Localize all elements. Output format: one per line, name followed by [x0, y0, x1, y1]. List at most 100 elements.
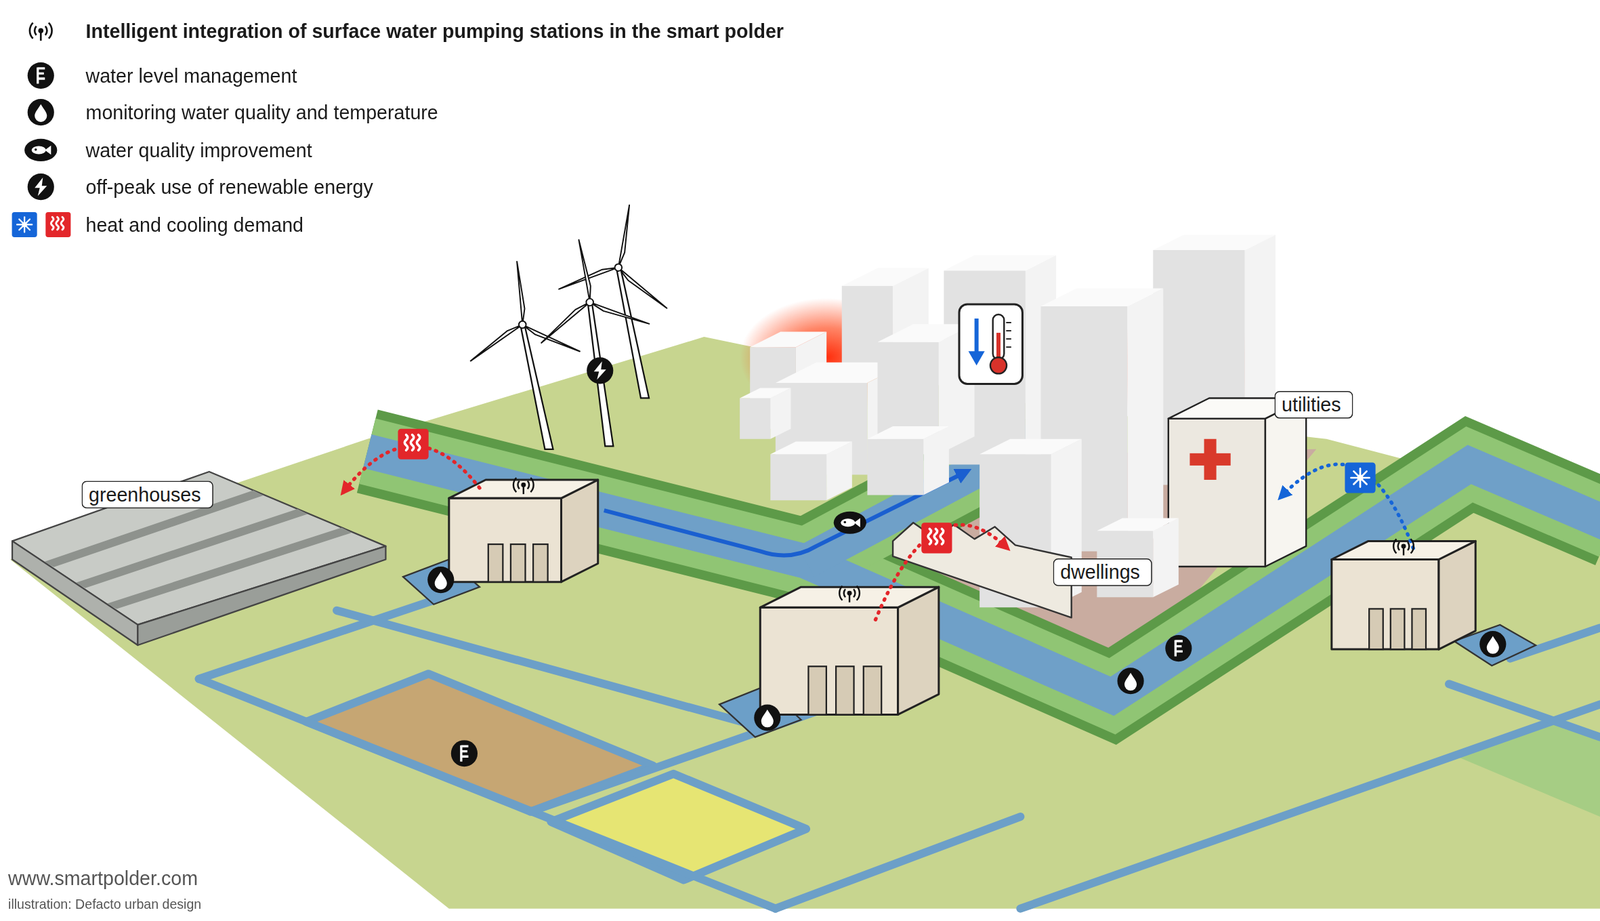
drop-symbol: [34, 104, 47, 122]
ditch: [199, 678, 776, 909]
icons: [12, 23, 1507, 767]
drop-symbol: [1124, 672, 1137, 691]
side-face: [1152, 517, 1179, 597]
heat-icon: [921, 522, 952, 553]
heat-wave: [416, 434, 420, 451]
top-face: [1096, 517, 1179, 531]
pump-outlet: [863, 665, 882, 714]
pumping-station: [1331, 540, 1476, 649]
side-face: [898, 586, 939, 714]
thermo-tick: [1005, 346, 1012, 348]
turbine-hub: [518, 321, 527, 329]
drop-icon: [753, 703, 781, 731]
heat-wave: [928, 528, 932, 544]
bolt-icon: [586, 356, 614, 384]
antenna-icon: [513, 477, 534, 494]
legend-text: monitoring water quality and temperature: [86, 100, 439, 124]
fish-body: [840, 518, 855, 527]
fish-body: [31, 145, 47, 154]
cool-icon: [12, 212, 38, 238]
red-cross: [1189, 453, 1231, 466]
icon-disc: [753, 703, 781, 731]
side-face: [1265, 397, 1307, 567]
down-arrow: [974, 318, 979, 355]
greenhouse-wall: [12, 540, 138, 645]
top-face: [867, 426, 950, 439]
antenna-waves: [839, 585, 860, 601]
heat-square: [397, 428, 429, 460]
level-icon: [1165, 634, 1192, 662]
drop-icon: [1479, 630, 1506, 658]
pump-outlet: [835, 665, 854, 714]
place-label: dwellings: [1053, 558, 1153, 586]
turbine-blade: [578, 239, 591, 303]
fish-eye: [843, 520, 847, 524]
ditch: [336, 610, 761, 727]
drop-icon: [27, 98, 55, 126]
antenna-dot: [847, 590, 853, 596]
ground-layer: [10, 336, 1600, 909]
heat-icon: [397, 428, 429, 460]
front-face: [1331, 558, 1439, 649]
top-face: [449, 479, 599, 498]
drop-symbol: [434, 571, 448, 590]
cool-square: [1344, 461, 1376, 493]
heat-wave: [404, 434, 408, 451]
antenna-icon: [1393, 538, 1414, 555]
fish-icon: [833, 511, 867, 534]
greenhouse-roof: [12, 471, 386, 625]
down-arrowhead: [968, 350, 985, 366]
pumping-station: [760, 586, 939, 714]
drop-icon: [427, 566, 454, 593]
windmills: [470, 205, 668, 450]
top-face: [1041, 288, 1164, 307]
place-name: utilities: [1281, 392, 1341, 417]
drop-symbol: [1486, 635, 1500, 654]
side-face: [1127, 288, 1164, 552]
pump-outlet: [1390, 608, 1405, 649]
dike: [367, 451, 1600, 697]
level-symbol: [1175, 640, 1183, 657]
icon-disc: [451, 739, 478, 767]
legend-text: water level management: [86, 63, 298, 88]
city-buildings: [739, 234, 1307, 618]
icon-disc: [427, 566, 454, 593]
heat-wave: [56, 216, 59, 230]
place-label: greenhouses: [81, 480, 214, 509]
drop-symbol: [761, 709, 774, 727]
thermo-bulb: [990, 356, 1007, 374]
front-face: [867, 438, 924, 496]
heat-wave: [940, 528, 944, 544]
cool-icon: [1344, 461, 1376, 493]
ground: [10, 336, 1600, 909]
cool-core: [21, 222, 27, 227]
credit-text: www.smartpolder.com: [8, 866, 198, 891]
antenna-icon: [839, 585, 860, 603]
pump-outlet: [488, 543, 504, 582]
icon-disc: [24, 138, 57, 162]
canal-layer: [367, 438, 1600, 697]
top-face: [979, 438, 1082, 455]
icon-disc: [1479, 630, 1506, 658]
icon-disc: [586, 356, 614, 384]
ditch: [775, 816, 1021, 909]
heat-wave: [50, 216, 54, 230]
turbine-hub: [615, 263, 623, 271]
heat-icon: [45, 212, 71, 238]
turbine-blade: [618, 267, 668, 309]
heat-square: [921, 522, 952, 553]
legend-text: off-peak use of renewable energy: [86, 174, 374, 199]
antenna-dot: [520, 482, 526, 488]
turbine-blade: [522, 324, 580, 351]
turbine-blade: [516, 261, 525, 325]
heat-demand-arrow: [875, 524, 1005, 620]
antenna-waves: [29, 23, 53, 39]
antenna-dot: [37, 27, 44, 34]
place-name: greenhouses: [88, 482, 202, 507]
turbine-blade: [541, 302, 591, 343]
top-face: [760, 586, 939, 607]
bolt-icon: [27, 173, 55, 200]
pump-outlet: [1411, 608, 1426, 649]
